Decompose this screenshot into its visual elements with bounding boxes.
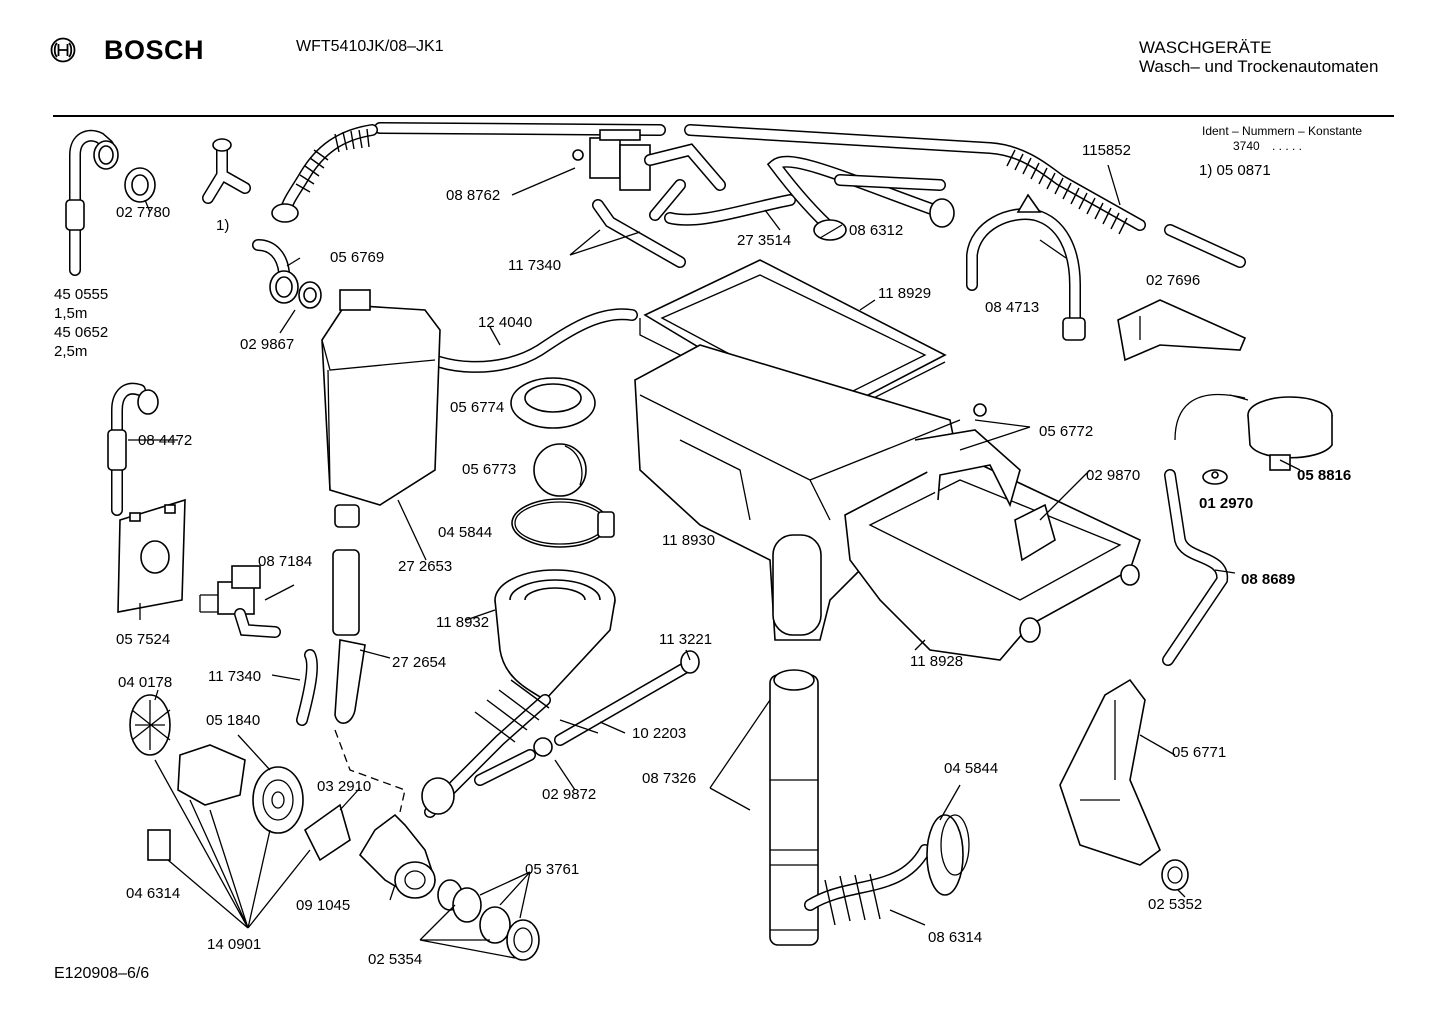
label-272653: 27 2653 <box>398 558 452 575</box>
label-088689: 08 8689 <box>1241 571 1295 588</box>
ident-note: 1) 05 0871 <box>1199 162 1271 179</box>
drain-hose-short-drawing <box>107 382 159 516</box>
dispenser-housing-drawing <box>634 344 961 641</box>
cover-plate-drawing <box>117 498 186 613</box>
label-140901: 14 0901 <box>207 936 261 953</box>
label-084472: 08 4472 <box>138 432 192 449</box>
label-025352: 02 5352 <box>1148 896 1202 913</box>
label-117340-bottom: 11 7340 <box>208 668 261 685</box>
drain-pump-drawing <box>358 813 436 899</box>
label-056769: 05 6769 <box>330 249 384 266</box>
category-subtitle: Wasch– und Trockenautomaten <box>1139 57 1379 76</box>
brand-name: BOSCH <box>104 35 205 65</box>
label-118932: 11 8932 <box>436 614 489 631</box>
siphon-cap-drawing <box>914 403 1056 562</box>
label-272654: 27 2654 <box>392 654 446 671</box>
standpipe-drawing <box>769 669 819 946</box>
pressure-switch-drawing <box>1162 393 1333 666</box>
connector-pipe-drawing <box>296 549 406 813</box>
filter-assembly-drawing <box>437 879 540 961</box>
pump-motor-parts-drawing <box>129 694 351 862</box>
label-115852: 115852 <box>1082 142 1131 159</box>
label-029872: 02 9872 <box>542 786 596 803</box>
label-273514: 27 3514 <box>737 232 791 249</box>
hose-clamp-drawing <box>966 193 1086 341</box>
label-029870: 02 9870 <box>1086 467 1140 484</box>
leader-lines <box>128 164 1301 959</box>
category-title: WASCHGERÄTE <box>1139 38 1272 57</box>
y-connector-drawing <box>202 138 251 204</box>
label-029867: 02 9867 <box>240 336 294 353</box>
label-450555: 45 0555 <box>54 286 108 303</box>
label-118930: 11 8930 <box>662 532 715 549</box>
ident-title: Ident – Nummern – Konstante <box>1202 124 1362 138</box>
label-012970: 01 2970 <box>1199 495 1253 512</box>
ident-constant: 3740 <box>1233 139 1260 153</box>
ident-dots: . . . . . <box>1272 139 1302 153</box>
label-045844-b: 04 5844 <box>944 760 998 777</box>
label-113221: 11 3221 <box>659 631 712 648</box>
label-091045: 09 1045 <box>296 897 350 914</box>
seal-and-ball-drawing <box>510 377 615 548</box>
label-084713: 08 4713 <box>985 299 1039 316</box>
label-088762: 08 8762 <box>446 187 500 204</box>
label-025354: 02 5354 <box>368 951 422 968</box>
label-124040: 12 4040 <box>478 314 532 331</box>
support-bracket-drawing <box>1059 678 1189 891</box>
label-032910: 03 2910 <box>317 778 371 795</box>
label-040178: 04 0178 <box>118 674 172 691</box>
label-118928: 11 8928 <box>910 653 963 670</box>
water-valve-block-drawing <box>572 129 726 221</box>
label-046314: 04 6314 <box>126 885 180 902</box>
label-057524: 05 7524 <box>116 631 170 648</box>
label-086312: 08 6312 <box>849 222 903 239</box>
label-length-1-5m: 1,5m <box>54 305 87 322</box>
label-056771: 05 6771 <box>1172 744 1226 761</box>
bellows-hose-drawing <box>804 814 970 926</box>
bosch-logo-icon <box>50 37 76 63</box>
detergent-hoses-drawing <box>766 155 955 241</box>
model-number: WFT5410JK/08–JK1 <box>296 38 444 55</box>
mounting-bracket-drawing <box>1117 299 1247 362</box>
label-056774: 05 6774 <box>450 399 504 416</box>
sump-housing-drawing <box>421 569 616 818</box>
solenoid-valve-drawing <box>199 565 281 638</box>
label-051840: 05 1840 <box>206 712 260 729</box>
detergent-drawer-drawing <box>844 454 1141 661</box>
label-058816: 05 8816 <box>1297 467 1351 484</box>
label-056773: 05 6773 <box>462 461 516 478</box>
label-length-2-5m: 2,5m <box>54 343 87 360</box>
label-087326: 08 7326 <box>642 770 696 787</box>
label-102203: 10 2203 <box>632 725 686 742</box>
header-divider <box>53 115 1394 117</box>
label-027780: 02 7780 <box>116 204 170 221</box>
elbow-and-seals-drawing <box>252 239 322 309</box>
drain-hose-elbow-drawing <box>65 129 156 276</box>
label-087184: 08 7184 <box>258 553 312 570</box>
label-note-1: 1) <box>216 217 229 234</box>
label-045844-a: 04 5844 <box>438 524 492 541</box>
air-tube-drawing <box>409 308 638 373</box>
label-056772: 05 6772 <box>1039 423 1093 440</box>
corrugated-hose-drawing <box>684 124 1246 268</box>
label-118929: 11 8929 <box>878 285 931 302</box>
drawing-code: E120908–6/6 <box>54 965 150 982</box>
label-086314: 08 6314 <box>928 929 982 946</box>
air-trap-reservoir-drawing <box>321 289 441 528</box>
label-117340-top: 11 7340 <box>508 257 561 274</box>
label-027696: 02 7696 <box>1146 272 1200 289</box>
label-450652: 45 0652 <box>54 324 108 341</box>
label-053761: 05 3761 <box>525 861 579 878</box>
inlet-hoses-top-drawing <box>592 194 796 268</box>
